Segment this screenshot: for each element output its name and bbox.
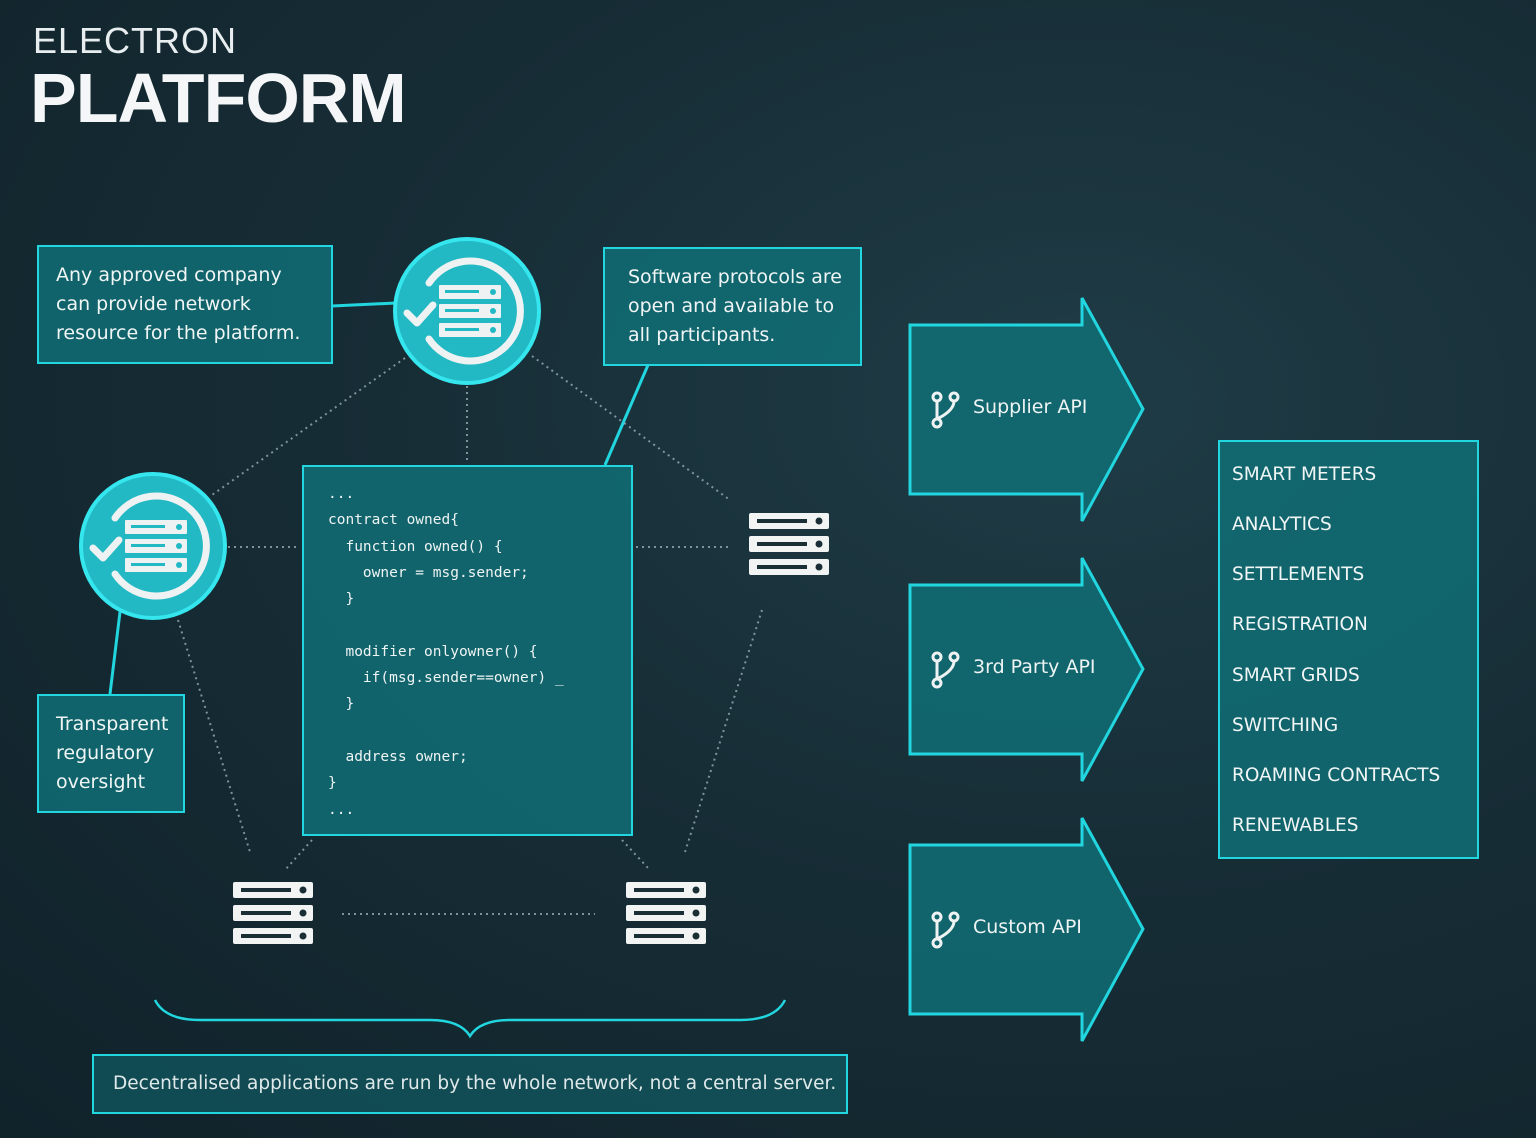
note-software-protocols: Software protocols are open and availabl…	[603, 247, 862, 366]
list-item: SETTLEMENTS	[1232, 564, 1365, 585]
server-node-primary	[395, 239, 539, 383]
api-label-custom: Custom API	[973, 916, 1082, 938]
server-icon	[233, 882, 313, 944]
note-decentralised: Decentralised applications are run by th…	[92, 1054, 848, 1114]
list-item: SWITCHING	[1232, 715, 1339, 736]
connector-line	[603, 364, 650, 466]
note-regulatory: Transparent regulatory oversight	[37, 694, 185, 813]
api-arrow-3rd-party	[908, 557, 1145, 782]
fork-icon	[931, 911, 960, 949]
note-approved-company: Any approved company can provide network…	[37, 245, 333, 364]
list-item: SMART GRIDS	[1232, 665, 1360, 686]
server-icon	[626, 882, 706, 944]
api-label-supplier: Supplier API	[973, 396, 1088, 418]
list-item: SMART METERS	[1232, 464, 1377, 485]
connector-line	[108, 611, 122, 695]
list-item: ROAMING CONTRACTS	[1232, 765, 1441, 786]
list-item: ANALYTICS	[1232, 514, 1332, 535]
server-icon	[749, 513, 829, 575]
smart-contract-code: ... contract owned{ function owned() { o…	[302, 465, 633, 836]
fork-icon	[931, 651, 960, 689]
title-platform: PLATFORM	[30, 59, 407, 137]
list-item: RENEWABLES	[1232, 815, 1359, 836]
api-arrow-custom	[908, 817, 1145, 1042]
title-electron: ELECTRON	[33, 20, 238, 61]
server-node-left	[81, 474, 225, 618]
fork-icon	[931, 391, 960, 429]
api-label-3rd-party: 3rd Party API	[973, 656, 1096, 678]
brace	[153, 999, 787, 1039]
list-item: REGISTRATION	[1232, 614, 1368, 635]
api-arrow-supplier	[908, 297, 1145, 522]
services-list: SMART METERS ANALYTICS SETTLEMENTS REGIS…	[1218, 440, 1479, 859]
connector-line	[331, 301, 397, 308]
